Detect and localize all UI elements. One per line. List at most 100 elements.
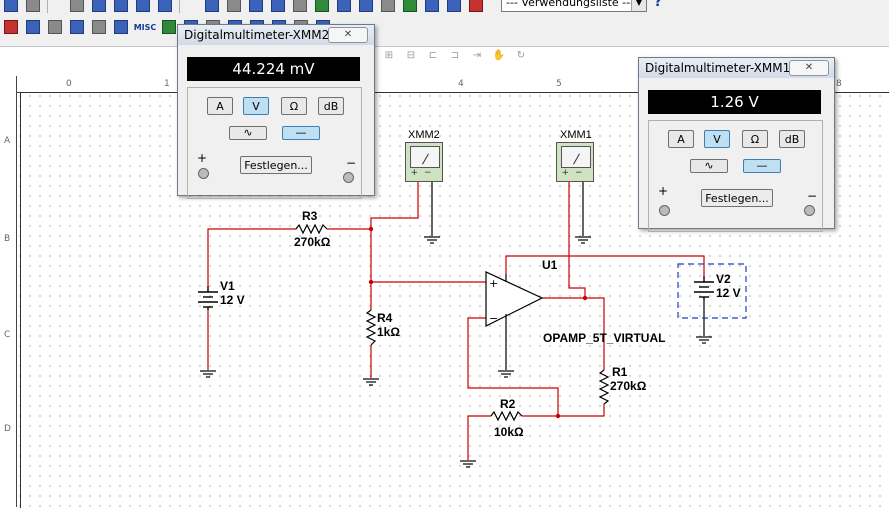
- mcu-icon[interactable]: [467, 0, 485, 14]
- electrical-rules-icon[interactable]: [379, 0, 397, 14]
- distribute-icon[interactable]: ⇥: [472, 49, 482, 61]
- print-icon[interactable]: [68, 0, 86, 14]
- search-icon[interactable]: [203, 0, 221, 14]
- toolbar-row-top: [0, 0, 51, 16]
- junction-2: [368, 279, 374, 285]
- backannotate-icon[interactable]: [423, 0, 441, 14]
- wire-xmm1-out: [568, 180, 586, 298]
- zoom-out-icon[interactable]: [112, 0, 130, 14]
- ruler-col-1: 1: [164, 79, 170, 89]
- multimeter-xmm1-icon[interactable]: +−: [556, 142, 594, 182]
- r2-value: 10kΩ: [494, 425, 524, 439]
- resistor-r2-icon[interactable]: [490, 410, 523, 422]
- set-button[interactable]: Festlegen...: [240, 156, 312, 174]
- v2-selection-box[interactable]: [677, 263, 747, 319]
- mode-v-button[interactable]: V: [243, 97, 269, 115]
- plus-terminal[interactable]: [659, 205, 670, 216]
- postprocessor-icon[interactable]: [357, 0, 375, 14]
- u1-name: U1: [542, 258, 558, 272]
- mode-a-button[interactable]: A: [207, 97, 233, 115]
- align-bottom-icon[interactable]: ⊐: [450, 49, 460, 61]
- chevron-down-icon[interactable]: ▼: [631, 0, 646, 11]
- ground-icon: [424, 236, 440, 244]
- ruler-row-b: B: [4, 234, 11, 244]
- minus-label: −: [346, 156, 357, 170]
- toolbar: --- Verwendungsliste --- ▼ ? MISC ⊞ ⊟ ⊏ …: [0, 0, 889, 61]
- r4-name: R4: [377, 311, 393, 325]
- redo-icon[interactable]: [24, 0, 42, 14]
- v1-value: 12 V: [220, 293, 245, 307]
- ruler-row-a: A: [4, 136, 11, 146]
- close-icon[interactable]: ✕: [789, 60, 829, 76]
- component-wizard-icon[interactable]: [445, 0, 463, 14]
- diode-icon[interactable]: [68, 18, 86, 36]
- align-top-icon[interactable]: ⊏: [428, 49, 438, 61]
- cmos-icon[interactable]: [112, 18, 130, 36]
- transfer-icon[interactable]: [401, 0, 419, 14]
- usage-list-dropdown[interactable]: --- Verwendungsliste --- ▼: [501, 0, 647, 12]
- basic-icon[interactable]: [46, 18, 64, 36]
- mode-ohm-button[interactable]: Ω: [281, 97, 307, 115]
- align-right-icon[interactable]: ⊟: [406, 49, 416, 61]
- mode-v-button[interactable]: V: [704, 130, 730, 148]
- dmm-xmm1-panel: A V Ω dB ∿ — Festlegen... + −: [648, 120, 823, 232]
- multimeter-xmm2-icon[interactable]: +−: [405, 142, 443, 182]
- plus-label: +: [197, 151, 208, 165]
- opamp-u1-icon[interactable]: + −: [485, 271, 544, 327]
- wire-node-xmm2: [370, 180, 419, 229]
- pan-icon[interactable]: ✋: [492, 49, 506, 61]
- dmm-xmm2-window[interactable]: Digitalmultimeter-XMM2 ✕ 44.224 mV A V Ω…: [177, 24, 375, 199]
- resistor-r3-icon[interactable]: [295, 223, 328, 235]
- mode-db-button[interactable]: dB: [779, 130, 805, 148]
- indicator-icon[interactable]: [160, 18, 178, 36]
- ttl-icon[interactable]: [90, 18, 108, 36]
- set-button[interactable]: Festlegen...: [701, 189, 773, 207]
- minus-terminal[interactable]: [343, 172, 354, 183]
- close-icon[interactable]: ✕: [328, 27, 368, 43]
- zoom-in-icon[interactable]: [90, 0, 108, 14]
- minus-terminal[interactable]: [804, 205, 815, 216]
- dc-button[interactable]: —: [743, 159, 781, 173]
- mode-ohm-button[interactable]: Ω: [742, 130, 768, 148]
- ruler-col-0: 0: [66, 79, 72, 89]
- junction-3: [582, 295, 588, 301]
- minus-label: −: [807, 189, 818, 203]
- dc-button[interactable]: —: [282, 126, 320, 140]
- netlist-icon[interactable]: [291, 0, 309, 14]
- help-icon[interactable]: ?: [654, 0, 663, 10]
- breadboard-icon[interactable]: [313, 0, 331, 14]
- dmm-xmm2-title[interactable]: Digitalmultimeter-XMM2: [178, 25, 374, 45]
- align-left-icon[interactable]: ⊞: [384, 49, 394, 61]
- source-icon[interactable]: [24, 18, 42, 36]
- wire-r1-r2: [522, 404, 605, 417]
- dmm-xmm1-window[interactable]: Digitalmultimeter-XMM1 ✕ 1.26 V A V Ω dB…: [638, 57, 835, 232]
- grapher-icon[interactable]: [335, 0, 353, 14]
- resistor-r1-icon[interactable]: [598, 369, 610, 405]
- ac-button[interactable]: ∿: [229, 126, 267, 140]
- junction-4: [555, 413, 561, 419]
- rotate-icon[interactable]: ↻: [516, 49, 526, 61]
- r3-value: 270kΩ: [294, 235, 331, 249]
- mode-db-button[interactable]: dB: [318, 97, 344, 115]
- zoom-fit-icon[interactable]: [156, 0, 174, 14]
- database-icon[interactable]: [269, 0, 287, 14]
- power-source-icon[interactable]: [2, 18, 20, 36]
- dmm-xmm2-panel: A V Ω dB ∿ — Festlegen... + −: [187, 87, 362, 199]
- v1-name: V1: [220, 279, 235, 293]
- ground-icon: [498, 370, 514, 378]
- wire-opamp-vplus: [505, 255, 705, 276]
- usage-list-value: --- Verwendungsliste ---: [506, 0, 635, 9]
- properties-icon[interactable]: [225, 0, 243, 14]
- zoom-area-icon[interactable]: [134, 0, 152, 14]
- svg-text:+: +: [489, 277, 498, 290]
- u1-model: OPAMP_5T_VIRTUAL: [543, 331, 665, 345]
- ruler-col-4: 4: [458, 79, 464, 89]
- plus-terminal[interactable]: [198, 168, 209, 179]
- dmm-xmm1-title[interactable]: Digitalmultimeter-XMM1: [639, 58, 834, 78]
- mode-a-button[interactable]: A: [668, 130, 694, 148]
- resistor-r4-icon[interactable]: [365, 309, 377, 346]
- ac-button[interactable]: ∿: [690, 159, 728, 173]
- undo-icon[interactable]: [2, 0, 20, 14]
- misc-icon[interactable]: MISC: [134, 18, 157, 36]
- spreadsheet-icon[interactable]: [247, 0, 265, 14]
